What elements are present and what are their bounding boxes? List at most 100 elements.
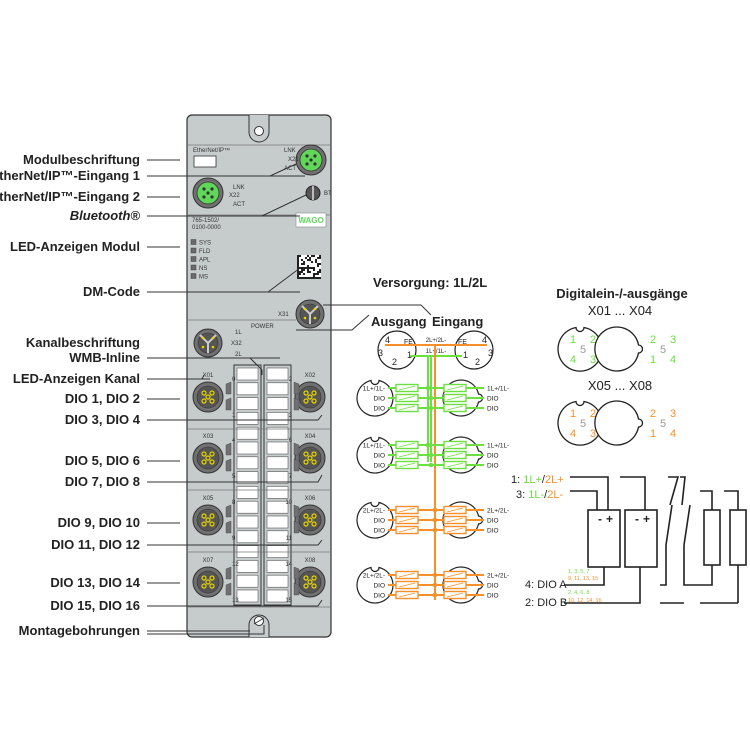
- channel-label-slot[interactable]: [236, 500, 259, 514]
- supply-row-label: DIO: [487, 463, 499, 470]
- channel-label-slot[interactable]: [236, 589, 259, 603]
- fuse: [443, 383, 467, 393]
- channel-label-slot[interactable]: [236, 471, 259, 484]
- ausgang-label: Ausgang: [371, 314, 427, 329]
- sensor2-plus: +: [643, 512, 650, 526]
- supply-row-label: 1L+/1L-: [487, 386, 509, 393]
- x21-name-label: X21: [288, 157, 299, 163]
- fuse: [395, 460, 419, 470]
- channel-label-slot[interactable]: [266, 530, 289, 544]
- channel-label-slot[interactable]: [236, 367, 259, 381]
- channel-label-slot[interactable]: [266, 515, 289, 529]
- channel-number: 7: [289, 474, 293, 480]
- channel-label-slot[interactable]: [266, 560, 289, 573]
- port-label: X01: [203, 373, 214, 379]
- channel-label-slot[interactable]: [266, 426, 289, 440]
- supply-pin: 3: [378, 348, 383, 358]
- x21-lnk-label: LNK: [284, 148, 296, 154]
- sensor1-minus: -: [598, 512, 602, 526]
- part-number-line2: 0100-0000: [192, 225, 221, 231]
- left-label: LED-Anzeigen Modul: [10, 239, 140, 254]
- channel-label-slot[interactable]: [266, 367, 289, 381]
- channel-label-slot[interactable]: [236, 574, 259, 588]
- fuse: [443, 590, 467, 600]
- port-label: X07: [203, 558, 214, 564]
- supply-pin: 2: [475, 357, 480, 367]
- pin3-2l: 2L-: [547, 489, 563, 501]
- channel-label-slot[interactable]: [236, 515, 259, 529]
- channel-label-slot[interactable]: [266, 397, 289, 410]
- channel-led: [293, 458, 300, 472]
- channel-number: 8: [232, 500, 236, 506]
- dio-a-label: 4: DIO A: [525, 579, 567, 591]
- channel-led: [225, 566, 232, 580]
- pinout-pin: 2: [590, 408, 596, 420]
- led-indicator: [190, 247, 197, 254]
- pinout-pin: 5: [580, 344, 586, 356]
- fuse: [443, 460, 467, 470]
- fe-label: FE: [458, 339, 467, 346]
- supply-pin: 4: [385, 335, 390, 345]
- channel-led: [225, 397, 232, 411]
- channel-led: [225, 582, 232, 596]
- pinout-pin: 4: [570, 428, 576, 440]
- pinout-pin: 5: [660, 344, 666, 356]
- channel-label-slot[interactable]: [236, 412, 259, 425]
- fuse: [395, 525, 419, 535]
- connector-symbol: [454, 330, 494, 370]
- channel-label-slot[interactable]: [266, 441, 289, 455]
- pin3-1l: 1L-: [528, 489, 544, 501]
- channel-label-slot[interactable]: [236, 397, 259, 410]
- channel-number: 4: [232, 438, 236, 444]
- channel-label-slot[interactable]: [266, 500, 289, 514]
- switch-2: [683, 504, 691, 546]
- fuse: [395, 590, 419, 600]
- channel-label-slot[interactable]: [266, 589, 289, 603]
- channel-number: 12: [232, 562, 239, 568]
- channel-label-slot[interactable]: [236, 441, 259, 455]
- channel-number: 10: [285, 500, 292, 506]
- channel-label-slot[interactable]: [266, 412, 289, 425]
- ethernet-brand-label: EtherNet/IP™: [193, 147, 230, 154]
- supply-row-label: DIO: [487, 453, 499, 460]
- module-label-field: [193, 155, 217, 168]
- fuse: [395, 383, 419, 393]
- channel-label-slot[interactable]: [266, 486, 289, 499]
- power-label: POWER: [251, 324, 274, 330]
- channel-number: 6: [289, 438, 293, 444]
- channel-label-slot[interactable]: [236, 456, 259, 470]
- fuse: [395, 440, 419, 450]
- supply-row-label: DIO: [487, 528, 499, 535]
- channel-label-slot[interactable]: [236, 530, 259, 544]
- left-label: DIO 13, DIO 14: [50, 575, 140, 590]
- channel-led: [293, 582, 300, 596]
- leader-line: [147, 194, 307, 217]
- supply-row-label: DIO: [487, 593, 499, 600]
- load-1: [703, 509, 721, 566]
- pinout-pin: 3: [590, 354, 596, 366]
- channel-label-slot[interactable]: [266, 471, 289, 484]
- left-label: LED-Anzeigen Kanal: [13, 371, 140, 386]
- channel-label-slot[interactable]: [236, 382, 259, 396]
- port-label: X03: [203, 434, 214, 440]
- channel-led: [225, 504, 232, 518]
- pinout-connector: [557, 326, 603, 372]
- wiring-diagram: 1: 1L+/2L+ 3: 1L-/2L- 4: DIO A 2: DIO B …: [511, 474, 747, 609]
- channel-led: [293, 381, 300, 395]
- channel-label-slot[interactable]: [236, 560, 259, 573]
- bluetooth-dial: [305, 185, 321, 201]
- pinout-pin: 3: [670, 408, 676, 420]
- channel-number: 11: [286, 536, 293, 542]
- supply-row-label: DIO: [373, 453, 385, 460]
- slash: /: [542, 474, 546, 486]
- fuse: [395, 393, 419, 403]
- channel-label-slot[interactable]: [236, 426, 259, 440]
- switch-1: [665, 504, 673, 546]
- top-mounting-hole: [254, 126, 264, 136]
- channel-label-slot[interactable]: [266, 456, 289, 470]
- channel-number: 9: [232, 536, 236, 542]
- channel-label-slot[interactable]: [266, 382, 289, 396]
- channel-label-slot[interactable]: [266, 574, 289, 588]
- channel-label-slot[interactable]: [236, 486, 259, 499]
